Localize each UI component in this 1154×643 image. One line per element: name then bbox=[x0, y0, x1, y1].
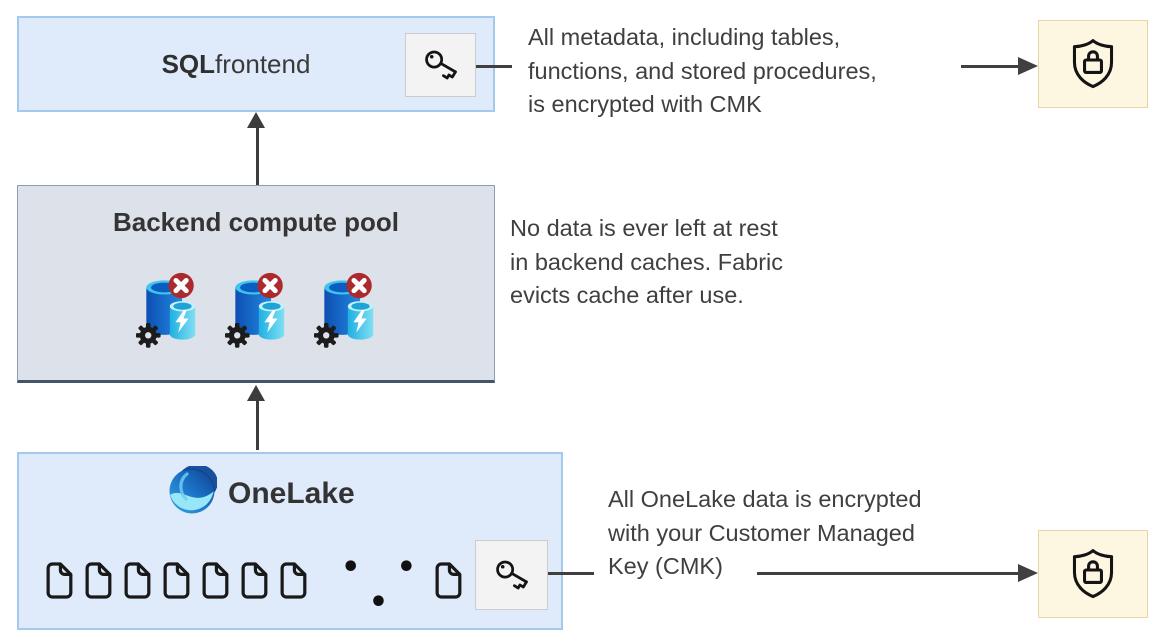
onelake-title: OneLake bbox=[228, 477, 355, 510]
arrowhead-shield-top bbox=[1018, 57, 1038, 75]
sql-frontend-title-rest: frontend bbox=[215, 48, 311, 79]
onelake-box: OneLake • • • bbox=[17, 452, 563, 630]
cmk-shield-badge-top bbox=[1038, 20, 1148, 108]
document-icon bbox=[237, 557, 271, 604]
backend-pool-title: Backend compute pool bbox=[112, 207, 400, 237]
cmk-shield-badge-bottom bbox=[1038, 530, 1148, 618]
document-icon bbox=[120, 557, 154, 604]
cache-annotation: No data is ever left at rest in backend … bbox=[510, 215, 784, 308]
arrowhead-onelake-to-backend bbox=[247, 385, 265, 401]
shield-lock-icon bbox=[1064, 35, 1122, 93]
cache-node-row bbox=[18, 270, 494, 350]
ellipsis-dots: • • • bbox=[341, 550, 429, 620]
cmk-key-badge-frontend bbox=[405, 33, 476, 97]
cache-database-gear-icon bbox=[225, 270, 287, 350]
connector-frontendkey-to-note bbox=[476, 65, 512, 68]
document-icon bbox=[81, 557, 115, 604]
backend-compute-pool-box: Backend compute pool bbox=[17, 185, 495, 383]
arrow-backend-to-frontend bbox=[256, 127, 259, 185]
arrowhead-shield-bottom bbox=[1018, 564, 1038, 582]
sql-frontend-box: SQL frontend bbox=[17, 16, 495, 112]
cmk-key-badge-onelake bbox=[475, 540, 548, 610]
sql-frontend-title-bold: SQL bbox=[161, 48, 216, 79]
document-icon bbox=[276, 557, 310, 604]
shield-lock-icon bbox=[1064, 545, 1122, 603]
onelake-annotation: All OneLake data is encrypted with your … bbox=[608, 486, 922, 579]
connector-note-to-shield-bottom bbox=[757, 572, 1018, 575]
cache-database-gear-icon bbox=[136, 270, 198, 350]
arrowhead-backend-to-frontend bbox=[247, 112, 265, 128]
document-icon bbox=[431, 557, 465, 604]
cache-database-gear-icon bbox=[314, 270, 376, 350]
key-icon bbox=[419, 43, 463, 87]
sql-frontend-title: SQL frontend bbox=[19, 18, 493, 110]
arrow-onelake-to-backend bbox=[256, 400, 259, 450]
metadata-annotation: All metadata, including tables, function… bbox=[528, 24, 877, 117]
document-icon bbox=[198, 557, 232, 604]
connector-onelakekey-to-note bbox=[548, 572, 594, 575]
key-icon bbox=[490, 553, 534, 597]
document-icon bbox=[159, 557, 193, 604]
connector-note-to-shield-top bbox=[961, 65, 1018, 68]
onelake-logo bbox=[167, 466, 217, 516]
document-icon bbox=[42, 557, 76, 604]
